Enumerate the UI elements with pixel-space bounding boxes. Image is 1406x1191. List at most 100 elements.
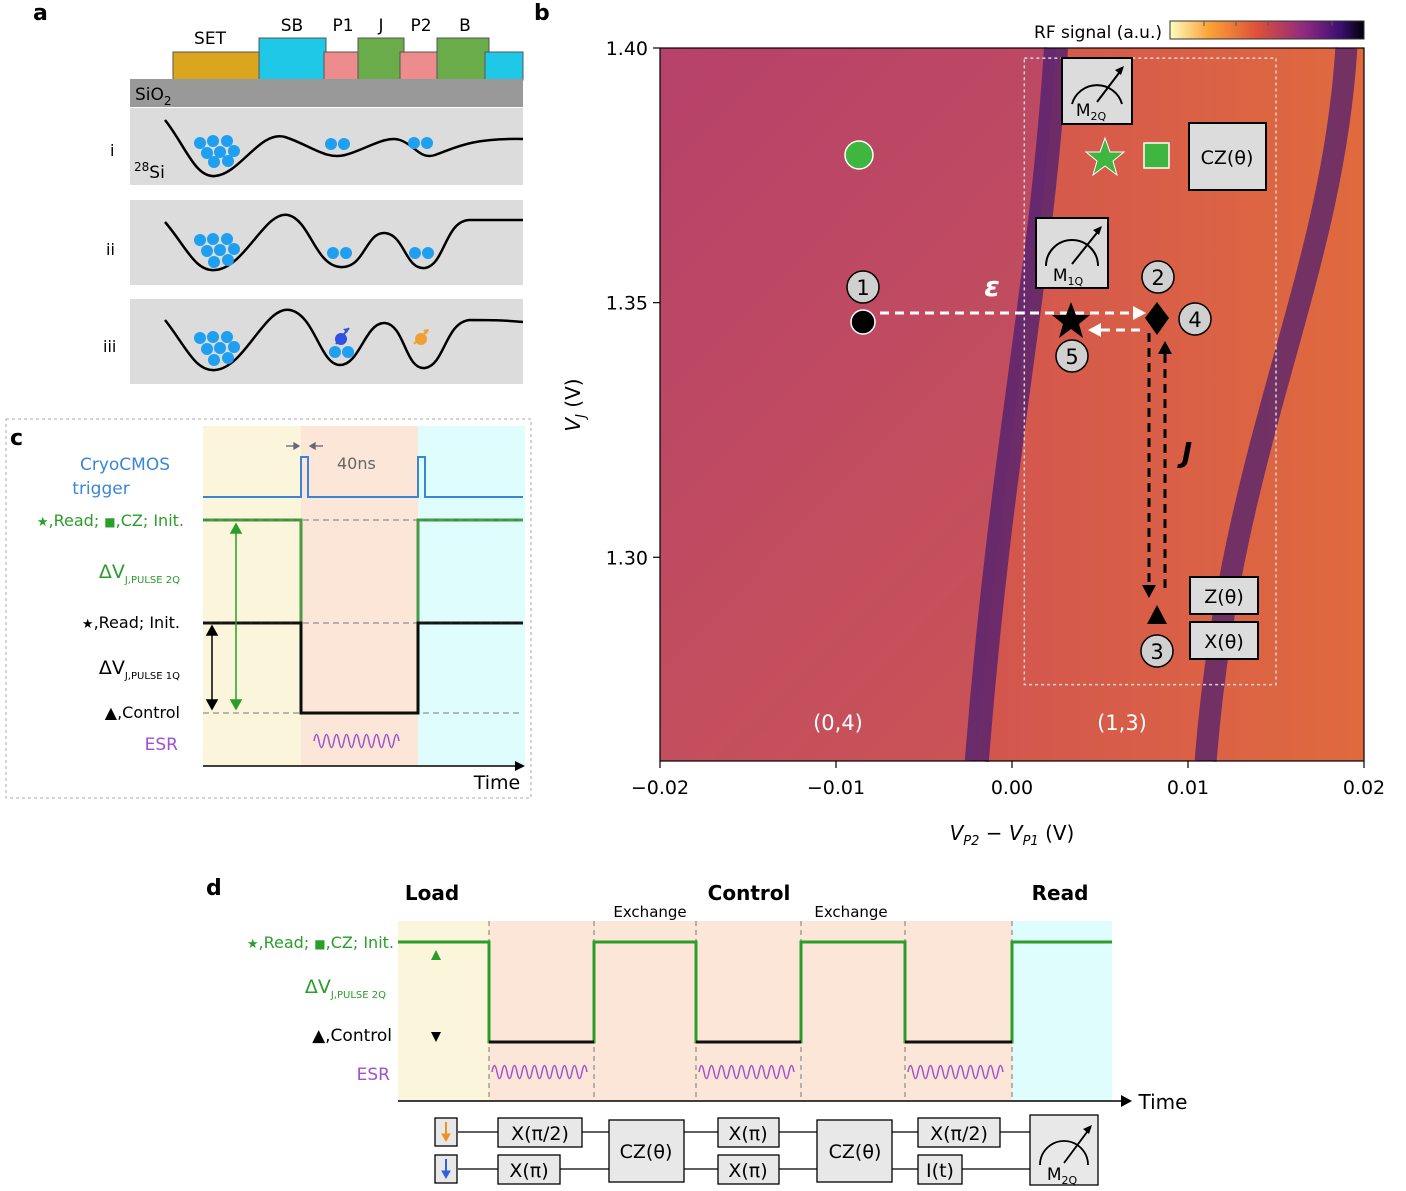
time-arrow-d	[1121, 1095, 1132, 1107]
exchange-label-1: Exchange	[613, 903, 686, 921]
svg-text:I(t): I(t)	[926, 1160, 954, 1182]
oxide-label: SiO2	[135, 85, 172, 108]
esr-waves-d	[491, 1064, 1004, 1080]
gate-top-1: X(π/2)	[497, 1117, 583, 1148]
phase-control-bg	[301, 426, 418, 766]
z-gate: Z(θ)	[1189, 576, 1259, 615]
pulse-width-arrows	[286, 441, 323, 451]
svg-text:M1Q: M1Q	[1053, 266, 1084, 288]
panel-c-border	[5, 418, 532, 799]
level-control-label-d: ▲,Control	[312, 1026, 392, 1046]
gate-label-sb: SB	[281, 16, 303, 36]
panel-label-d: d	[206, 876, 222, 901]
delta-1q-label: ΔVJ,PULSE 1Q	[99, 657, 180, 682]
cz-gate-d-1: CZ(θ)	[608, 1119, 685, 1183]
gate-p1	[323, 51, 365, 81]
gate-label-set: SET	[194, 29, 227, 49]
phase-load: Load	[405, 881, 459, 905]
y-axis: 1.401.351.30	[606, 38, 660, 569]
delta-2q-label-d: ΔVJ,PULSE 2Q	[305, 976, 386, 1001]
gate-bottom-3: I(t)	[917, 1154, 963, 1185]
point-1-marker	[850, 309, 876, 335]
phase-control: Control	[708, 881, 791, 905]
point-label-5: 5	[1065, 345, 1078, 369]
epsilon-label: ε	[984, 270, 1000, 303]
trigger-waveform	[203, 456, 523, 498]
colorbar	[1169, 20, 1365, 40]
panel-c: c CryoCMOS trigger 40ns ★,Read; ■,CZ; In…	[5, 418, 532, 799]
svg-text:X(π): X(π)	[728, 1160, 767, 1182]
gate-label-p2: P2	[410, 16, 431, 36]
esr-label-d: ESR	[357, 1065, 391, 1085]
gate-b	[436, 37, 490, 81]
trigger-label-2: trigger	[72, 479, 129, 499]
m1q-gate: M1Q	[1035, 217, 1109, 289]
x-tick-label: 0.02	[1343, 777, 1385, 799]
green-star-marker	[1084, 136, 1126, 177]
j-arrowhead-up	[1158, 341, 1172, 354]
gate-j	[357, 37, 405, 81]
delta-2q-label: ΔVJ,PULSE 2Q	[99, 561, 180, 586]
potential-i	[164, 119, 524, 178]
panel-label-c: c	[10, 426, 23, 451]
trigger-label-1: CryoCMOS	[80, 455, 170, 475]
panel-label-b: b	[534, 1, 550, 26]
point-labels: 1 2 3 4 5	[846, 260, 1212, 668]
x-tick-label: −0.01	[807, 777, 865, 799]
svg-text:M2Q: M2Q	[1076, 101, 1107, 123]
phase-read: Read	[1032, 881, 1089, 905]
svg-text:Z(θ): Z(θ)	[1204, 586, 1243, 608]
level-2q-label: ★,Read; ■,CZ; Init.	[37, 511, 184, 530]
colorbar-ticks	[1203, 21, 1333, 26]
exchange-label-2: Exchange	[814, 903, 887, 921]
time-label-c: Time	[473, 772, 521, 794]
svg-text:X(π): X(π)	[509, 1160, 548, 1182]
point-label-2: 2	[1151, 266, 1164, 290]
y-axis-label: VJ (V)	[561, 378, 589, 431]
svg-text:X(π/2): X(π/2)	[930, 1123, 988, 1145]
return-arrowhead	[1088, 323, 1101, 337]
oxide-layer	[130, 79, 523, 107]
spin-down-blue-icon	[441, 1159, 451, 1180]
point-3-triangle	[1147, 605, 1167, 624]
electrons-i	[194, 135, 433, 168]
potential-ii	[164, 213, 523, 272]
measure-gate-d: M2Q	[1029, 1114, 1099, 1187]
level-2q-label-d: ★,Read; ■,CZ; Init.	[247, 933, 394, 952]
point-2-diamond	[1145, 302, 1169, 335]
phase-load-bg	[203, 426, 301, 766]
green-circle-marker	[844, 140, 874, 170]
transition-left	[964, 47, 1068, 762]
svg-text:M2Q: M2Q	[1047, 1165, 1078, 1187]
j-arrowhead-down	[1142, 585, 1156, 598]
well-row-ii	[130, 200, 523, 285]
gate-bottom-2: X(π)	[717, 1154, 780, 1185]
row-label-i: i	[110, 141, 114, 160]
gate-label-p1: P1	[332, 16, 353, 36]
cz-gate-b: CZ(θ)	[1188, 122, 1267, 191]
panel-label-a: a	[33, 1, 48, 26]
green-square-marker	[1143, 142, 1170, 169]
svg-text:X(π): X(π)	[728, 1123, 767, 1145]
well-row-iii	[130, 299, 523, 384]
potential-iii	[164, 308, 524, 372]
delta-arrow-d	[431, 950, 441, 1042]
gate-top-2: X(π)	[717, 1117, 780, 1148]
x-tick-label: −0.02	[631, 777, 689, 799]
spin-electron-orange	[413, 329, 429, 345]
x-tick-label: 0.00	[991, 777, 1033, 799]
row-label-iii: iii	[103, 337, 116, 356]
gate-label-b: B	[459, 16, 471, 36]
cz-gate-d-2: CZ(θ)	[816, 1119, 893, 1183]
point-label-1: 1	[856, 276, 869, 300]
svg-text:CZ(θ): CZ(θ)	[829, 1141, 882, 1163]
gate-label-j: J	[377, 16, 383, 36]
level-control-label: ▲,Control	[105, 703, 180, 722]
panel-d: d Load Control Read Exchange Exchange ★,…	[206, 876, 1187, 1187]
point-label-4: 4	[1188, 308, 1201, 332]
electrons-iii	[194, 331, 354, 366]
read-bg-d	[1012, 921, 1112, 1101]
gate-sb	[258, 37, 327, 81]
gate-edge	[484, 51, 524, 81]
